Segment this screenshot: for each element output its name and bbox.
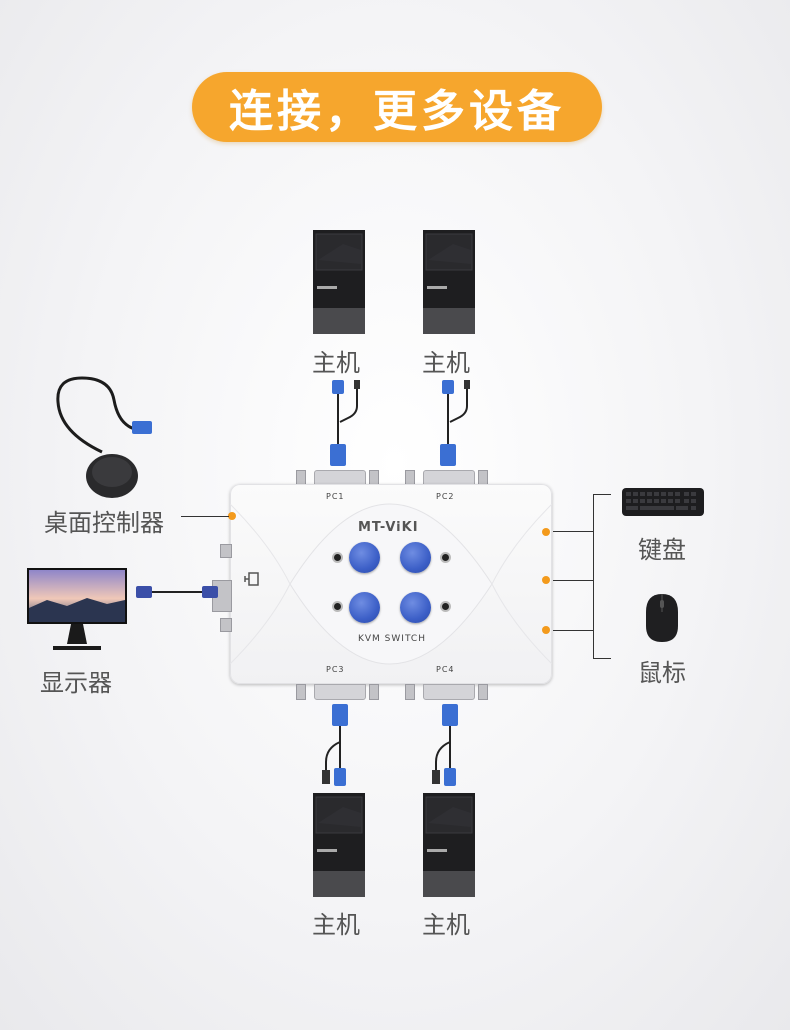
led-indicator bbox=[334, 603, 341, 610]
usb-port bbox=[405, 684, 415, 700]
model-label: KVM SWITCH bbox=[358, 634, 426, 644]
keyboard-port-dot bbox=[542, 528, 550, 536]
mouse-label: 鼠标 bbox=[638, 659, 686, 687]
monitor-port-icon bbox=[244, 572, 259, 586]
vga-cable-icon bbox=[136, 586, 218, 598]
led-indicator bbox=[442, 603, 449, 610]
vga-cable-icon bbox=[432, 704, 458, 786]
pc-label: 主机 bbox=[422, 911, 470, 939]
usb-port bbox=[296, 684, 306, 700]
connector-line bbox=[593, 494, 594, 658]
pc-label: 主机 bbox=[312, 349, 360, 377]
switch-button-2[interactable] bbox=[400, 542, 431, 573]
port-label-pc2: PC2 bbox=[436, 492, 455, 501]
vga-cable-icon bbox=[322, 704, 348, 786]
pc-label: 主机 bbox=[312, 911, 360, 939]
vga-port bbox=[314, 684, 366, 700]
port-label-pc3: PC3 bbox=[326, 665, 345, 674]
controller-port-dot bbox=[228, 512, 236, 520]
side-port bbox=[220, 544, 232, 558]
connector-line bbox=[553, 630, 593, 631]
port-label-pc4: PC4 bbox=[436, 665, 455, 674]
keyboard-icon bbox=[622, 488, 704, 516]
page-title: 连接，更多设备 bbox=[192, 72, 602, 142]
vga-cable-icon bbox=[330, 380, 360, 466]
keyboard-label: 键盘 bbox=[638, 536, 686, 564]
connector-line bbox=[553, 531, 593, 532]
kvm-switch: PC1 PC2 PC3 PC4 MT-ViKI KVM SWITCH bbox=[228, 484, 552, 684]
usb-port-dot bbox=[542, 576, 550, 584]
desktop-controller-icon bbox=[56, 376, 152, 498]
pc-tower-icon bbox=[313, 230, 365, 334]
port-label-pc1: PC1 bbox=[326, 492, 345, 501]
connector-line bbox=[593, 658, 611, 659]
mouse-port-dot bbox=[542, 626, 550, 634]
connector-line bbox=[593, 494, 611, 495]
pc-tower-icon bbox=[423, 793, 475, 897]
side-port bbox=[220, 618, 232, 632]
led-indicator bbox=[442, 554, 449, 561]
led-indicator bbox=[334, 554, 341, 561]
pc-tower-icon bbox=[423, 230, 475, 334]
vga-cable-icon bbox=[440, 380, 470, 466]
kvm-face-decoration bbox=[230, 503, 552, 665]
pc-label: 主机 bbox=[422, 349, 470, 377]
switch-button-1[interactable] bbox=[349, 542, 380, 573]
vga-port bbox=[423, 684, 475, 700]
monitor-label: 显示器 bbox=[40, 669, 112, 697]
switch-button-4[interactable] bbox=[400, 592, 431, 623]
brand-logo: MT-ViKI bbox=[358, 520, 419, 535]
connector-line bbox=[553, 580, 593, 581]
monitor-icon bbox=[27, 568, 127, 650]
pc-tower-icon bbox=[313, 793, 365, 897]
usb-port bbox=[478, 684, 488, 700]
controller-label: 桌面控制器 bbox=[44, 509, 164, 537]
usb-port bbox=[369, 684, 379, 700]
mouse-icon bbox=[646, 594, 678, 642]
connector-line bbox=[181, 516, 229, 517]
switch-button-3[interactable] bbox=[349, 592, 380, 623]
